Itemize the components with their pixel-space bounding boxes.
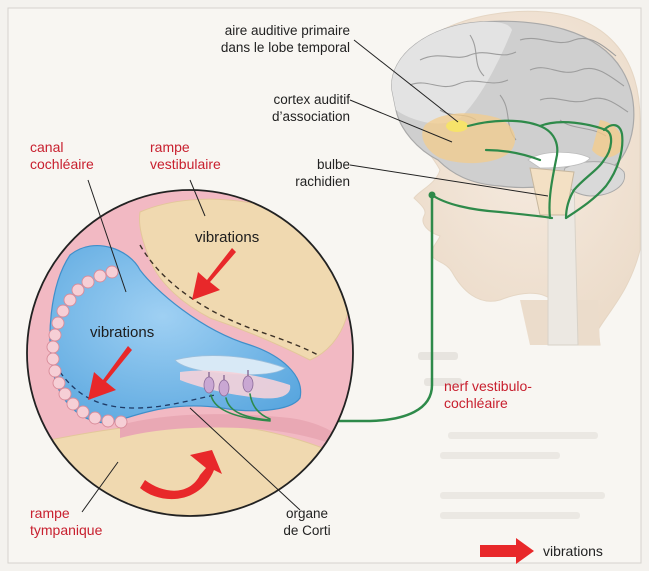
- label-canal-cochleaire: canal cochléaire: [30, 139, 94, 173]
- label-aire-auditive-primaire: aire auditive primaire dans le lobe temp…: [196, 22, 350, 56]
- label-vibrations-canal: vibrations: [90, 324, 154, 341]
- label-organe-de-corti: organe de Corti: [272, 505, 342, 539]
- label-rampe-vestibulaire: rampe vestibulaire: [150, 139, 221, 173]
- label-bulbe-rachidien: bulbe rachidien: [270, 156, 350, 190]
- label-rampe-tympanique: rampe tympanique: [30, 505, 102, 539]
- label-nerf-vestibulo-cochleaire: nerf vestibulo- cochléaire: [444, 378, 532, 412]
- label-cortex-auditif: cortex auditif d’association: [230, 91, 350, 125]
- label-vibrations-upper: vibrations: [195, 229, 259, 246]
- legend-label-vibrations: vibrations: [543, 543, 603, 560]
